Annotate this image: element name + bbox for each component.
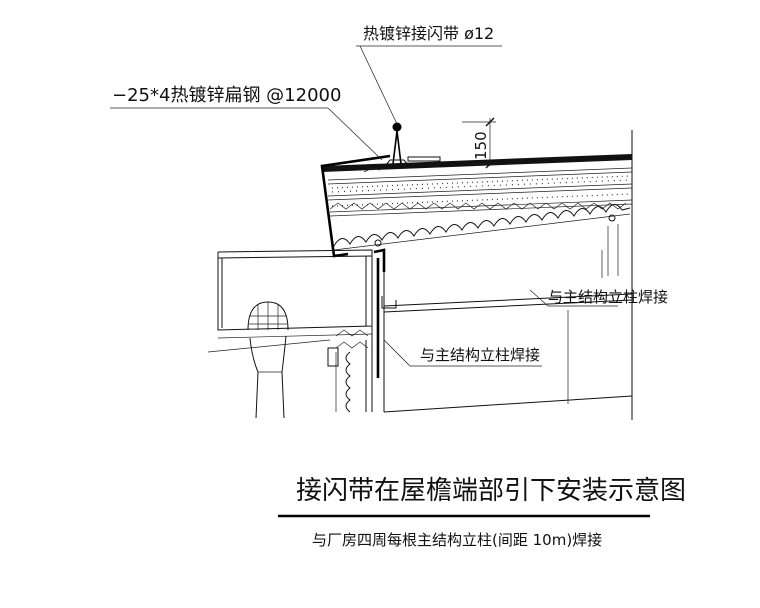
downpipe-with-strainer xyxy=(247,301,289,419)
eave-flashing xyxy=(320,154,391,272)
purlin-bolt xyxy=(374,239,382,247)
air-terminal-rod xyxy=(363,122,441,173)
gutter xyxy=(207,249,373,353)
roof-panel-assembly xyxy=(322,154,633,251)
purlin-bolt xyxy=(608,214,616,222)
annotations: 热镀锌接闪带 ø12 −25*4热镀锌扁钢 @12000 与主结构立柱焊接 与主… xyxy=(110,24,668,367)
label-weld-right: 与主结构立柱焊接 xyxy=(548,288,668,306)
air-terminal-ball xyxy=(392,122,402,132)
dimension-text: 150 xyxy=(472,131,490,160)
drawing-subtitle: 与厂房四周每根主结构立柱(间距 10m)焊接 xyxy=(312,531,602,549)
drawing-title: 接闪带在屋檐端部引下安装示意图 xyxy=(296,476,686,506)
roof-outer-skin xyxy=(322,154,632,172)
flat-steel-bar xyxy=(407,156,441,162)
label-air-terminal: 热镀锌接闪带 ø12 xyxy=(363,24,494,43)
label-weld-center: 与主结构立柱焊接 xyxy=(420,346,540,364)
corrugated-bottom-deck xyxy=(333,204,631,247)
label-flat-steel: −25*4热镀锌扁钢 @12000 xyxy=(112,85,341,106)
wall-column-assembly xyxy=(327,130,633,420)
roof-insulation-layers xyxy=(327,167,633,217)
title-block: 接闪带在屋檐端部引下安装示意图 与厂房四周每根主结构立柱(间距 10m)焊接 xyxy=(278,476,686,549)
dimension-150: 150 xyxy=(462,117,496,169)
